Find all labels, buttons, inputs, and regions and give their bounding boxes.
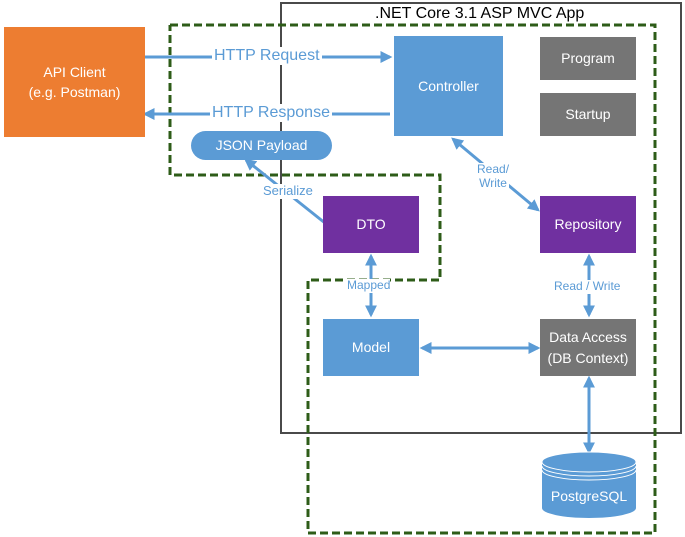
data-access-box: Data Access (DB Context) bbox=[540, 319, 636, 376]
model-box: Model bbox=[323, 319, 419, 376]
dto-label: DTO bbox=[356, 216, 386, 233]
startup-box: Startup bbox=[540, 93, 636, 136]
api-client-box: API Client (e.g. Postman) bbox=[4, 27, 145, 137]
data-access-title: Data Access bbox=[549, 329, 627, 346]
read-write-controller-label: Read/ Write bbox=[477, 162, 510, 191]
api-client-title: API Client bbox=[43, 63, 106, 80]
dto-box: DTO bbox=[323, 196, 419, 253]
program-label: Program bbox=[561, 50, 615, 67]
json-payload-box: JSON Payload bbox=[191, 131, 332, 160]
database-cylinder-icon bbox=[541, 451, 637, 518]
controller-box: Controller bbox=[394, 36, 503, 136]
dashed-boundary-upper bbox=[168, 23, 657, 535]
startup-label: Startup bbox=[565, 106, 611, 123]
postgresql-label: PostgreSQL bbox=[550, 488, 628, 504]
repository-box: Repository bbox=[540, 196, 636, 253]
app-title: .NET Core 3.1 ASP MVC App bbox=[372, 5, 588, 23]
read-write-repository-label: Read / Write bbox=[554, 279, 621, 294]
http-request-label: HTTP Request bbox=[212, 47, 322, 66]
mapped-label: Mapped bbox=[347, 278, 391, 293]
serialize-label: Serialize bbox=[263, 183, 313, 199]
http-response-label: HTTP Response bbox=[210, 104, 332, 123]
controller-label: Controller bbox=[418, 77, 479, 94]
model-label: Model bbox=[351, 339, 391, 356]
json-payload-label: JSON Payload bbox=[215, 137, 308, 154]
data-access-subtitle: (DB Context) bbox=[547, 349, 629, 366]
read-write-line1: Read/ bbox=[477, 162, 510, 177]
api-client-subtitle: (e.g. Postman) bbox=[28, 84, 121, 100]
app-container-border bbox=[280, 2, 682, 434]
program-box: Program bbox=[540, 37, 636, 80]
repository-label: Repository bbox=[554, 216, 622, 233]
read-write-line2: Write bbox=[477, 176, 510, 191]
